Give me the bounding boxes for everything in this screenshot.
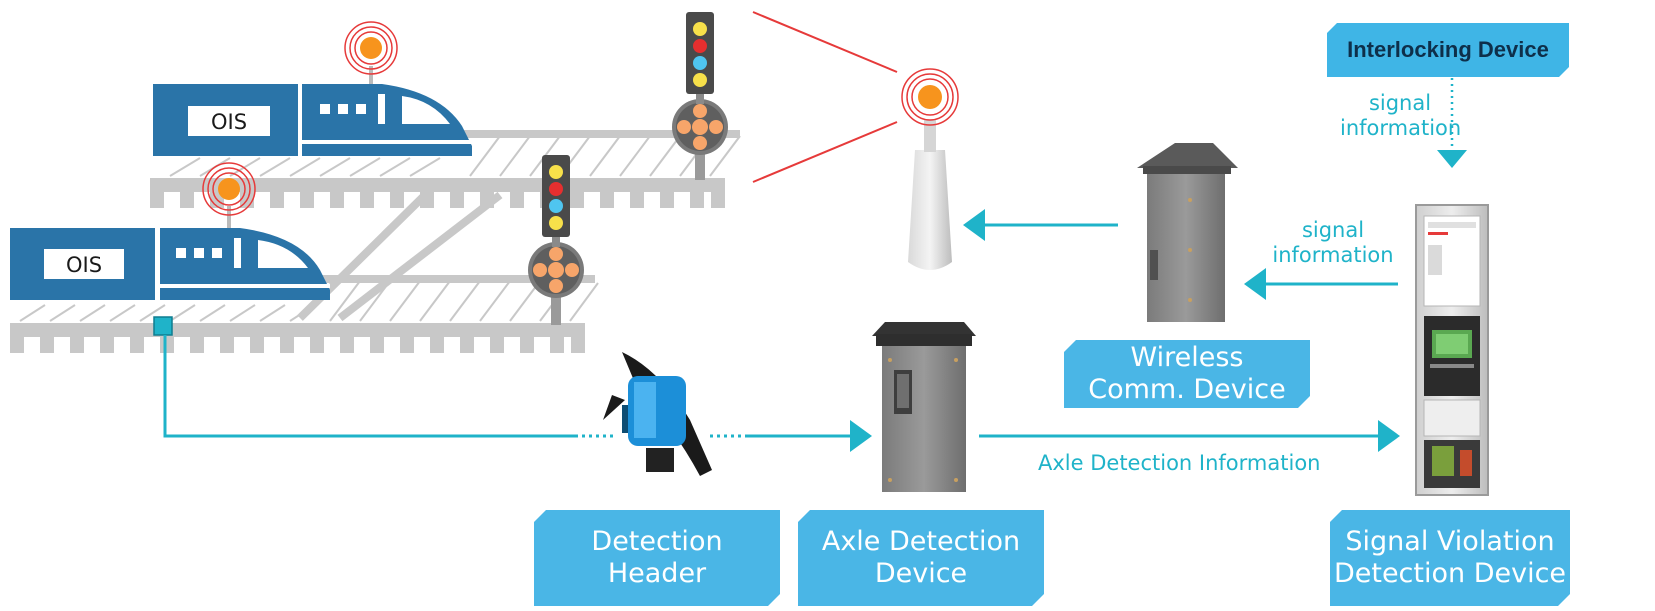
lower-train: OIS — [10, 228, 330, 300]
signal-violation-line1: Signal Violation — [1345, 526, 1555, 557]
interlocking-device-text: Interlocking Device — [1347, 37, 1549, 62]
interlocking-to-rack-arrow — [1437, 78, 1467, 168]
interlocking-device-label: Interlocking Device — [1327, 23, 1569, 77]
axle-detection-cabinet — [872, 322, 976, 492]
wireless-comm-device-label: Wireless Comm. Device — [1064, 340, 1310, 408]
signal-info-mid-line2: information — [1272, 243, 1394, 267]
wayside-antenna — [752, 11, 959, 270]
detection-header-line2: Header — [607, 558, 707, 589]
axle-device-line2: Device — [874, 558, 968, 589]
signal-info-mid-line1: signal — [1301, 218, 1365, 242]
wireless-comm-cabinet — [1137, 143, 1238, 322]
wireless-to-antenna-arrow — [963, 209, 1118, 241]
signal-info-top-line2: information — [1340, 116, 1462, 140]
signal-violation-line2: Detection Device — [1333, 558, 1567, 589]
axle-detection-device-label: Axle Detection Device — [798, 510, 1044, 606]
wireless-line2: Comm. Device — [1088, 374, 1286, 405]
signal-info-label-mid: signal information — [1268, 218, 1398, 268]
signal-info-label-top: signal information — [1340, 91, 1462, 141]
axle-device-line1: Axle Detection — [821, 526, 1021, 557]
axle-detection-info-label: Axle Detection Information — [1038, 451, 1338, 476]
wireless-line1: Wireless — [1130, 342, 1244, 373]
rack-to-wireless-arrow — [1244, 268, 1398, 300]
ois-label-upper: OIS — [211, 110, 247, 134]
detection-header-device — [603, 352, 712, 476]
detection-header-label: Detection Header — [534, 510, 780, 606]
axle-detection-info-text: Axle Detection Information — [1038, 451, 1321, 475]
ois-label-lower: OIS — [66, 253, 102, 277]
lower-signal — [528, 155, 584, 325]
signal-info-top-line1: signal — [1368, 91, 1432, 115]
train-antenna-lower — [202, 162, 256, 228]
train-antenna-upper — [344, 21, 398, 84]
axle-info-arrow — [979, 420, 1400, 452]
signal-violation-rack — [1415, 204, 1489, 496]
detection-wire — [153, 316, 872, 452]
lower-track-sleepers — [10, 337, 585, 353]
upper-signal — [672, 12, 728, 180]
upper-train: OIS — [153, 84, 472, 156]
signal-violation-detection-label: Signal Violation Detection Device — [1330, 510, 1570, 606]
detection-header-line1: Detection — [591, 526, 723, 557]
